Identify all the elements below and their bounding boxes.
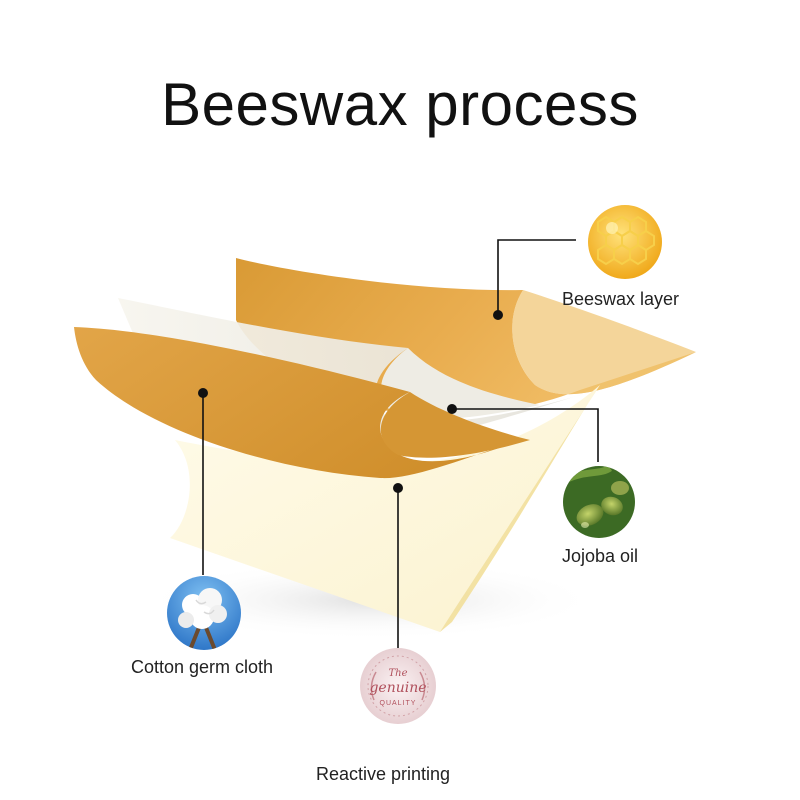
cotton-icon — [167, 576, 241, 650]
beeswax-marker-dot — [493, 310, 503, 320]
stamp-line3: QUALITY — [380, 700, 417, 707]
jojoba-marker-dot — [447, 404, 457, 414]
olive-icon — [563, 466, 635, 538]
reactive-marker-dot — [393, 483, 403, 493]
honeycomb-icon — [588, 205, 662, 279]
jojoba-oil-label: Jojoba oil — [562, 546, 638, 566]
cotton-germ-cloth-label: Cotton germ cloth — [131, 657, 273, 677]
cotton-marker-dot — [198, 388, 208, 398]
stamp-line2: genuine — [369, 680, 426, 696]
beeswax-layer-label: Beeswax layer — [562, 289, 679, 309]
reactive-printing-label: Reactive printing — [316, 764, 450, 784]
genuine-quality-stamp-icon: The genuine QUALITY — [360, 648, 436, 724]
stamp-line1: The — [388, 668, 407, 679]
